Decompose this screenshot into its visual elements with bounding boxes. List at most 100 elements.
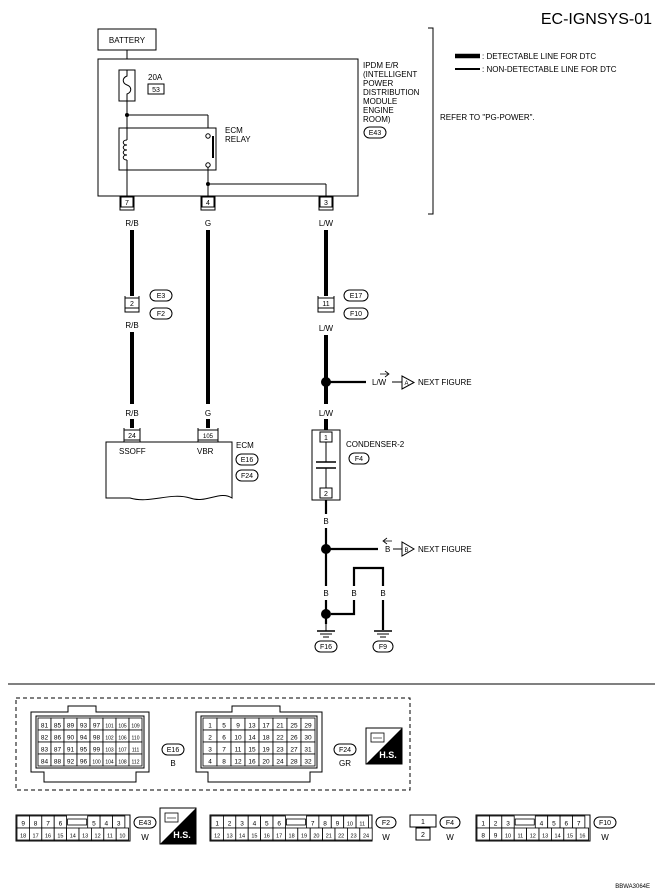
connector-pin-label: 14 [239, 834, 245, 840]
connector-pin-label: 81 [41, 723, 49, 730]
connector-pin-label: 21 [326, 834, 332, 840]
connector-pin-label: 4 [104, 821, 108, 828]
ground-icon [374, 630, 392, 638]
svg-text:(INTELLIGENT: (INTELLIGENT [363, 70, 417, 79]
connector-pin-label: 32 [304, 759, 312, 766]
connector-pin-label: 1 [215, 821, 219, 828]
connector-color: B [170, 759, 175, 768]
joint-connector-e17-f10: 11 [317, 296, 335, 313]
connector-pin-label: 10 [234, 735, 242, 742]
connector-pin-label: 3 [117, 821, 121, 828]
wire-color-label: L/W [319, 219, 334, 228]
connector-color: W [446, 833, 454, 842]
legend-nondetectable: : NON-DETECTABLE LINE FOR DTC [482, 65, 617, 74]
ipdm-label: IPDM E/R (INTELLIGENT POWER DISTRIBUTION… [363, 61, 420, 124]
svg-text:1: 1 [421, 819, 425, 826]
connector-tag [375, 816, 397, 829]
ground-tag-label: F16 [320, 644, 332, 651]
connector-pin-label: 2 [228, 821, 232, 828]
connector-tag [133, 816, 157, 829]
connector-pin-label: 9 [21, 821, 25, 828]
connector-pin-label: 11 [235, 747, 242, 754]
splice-dot [321, 377, 331, 387]
connector-pin-label: 3 [240, 821, 244, 828]
connector-pin-label: 110 [132, 736, 140, 742]
ground-tag [372, 640, 394, 653]
connector-pin-label: 106 [118, 736, 127, 742]
joint-connector-e3-f2: 2 [124, 296, 140, 313]
connector-tag [333, 743, 357, 756]
ipdm-connector-id: E43 [369, 130, 382, 137]
connector-pin-label: 11 [359, 822, 365, 828]
connector-tag-label: F4 [355, 456, 363, 463]
svg-text:3: 3 [324, 200, 328, 207]
connector-pin-label: 83 [41, 747, 49, 754]
connector-pin-label: 4 [540, 821, 544, 828]
relay-label: ECM [225, 126, 243, 135]
connector-pin-label: 105 [118, 724, 127, 730]
connector-pin-label: 17 [33, 834, 39, 840]
connector-color: W [382, 833, 390, 842]
connector-pin [359, 827, 373, 841]
connector-tag [593, 816, 617, 829]
connector-pin-label: 12 [95, 834, 101, 840]
connector-pin-label: 11 [518, 834, 524, 840]
connector-pin-label: 10 [119, 834, 125, 840]
next-figure-label: NEXT FIGURE [418, 378, 472, 387]
connector-pin-label: 7 [222, 747, 226, 754]
connector-tag [235, 469, 259, 482]
ipdm-terminal: 4 [200, 196, 216, 211]
connector-pin-label: 3 [208, 747, 212, 754]
svg-text:MODULE: MODULE [363, 97, 397, 106]
condenser-pin: 2 [319, 487, 333, 499]
connector-pin-label: 27 [290, 747, 298, 754]
connector-pin-label: 8 [222, 759, 226, 766]
connector-pin-label: 94 [80, 735, 88, 742]
ipdm-terminal: 3 [318, 196, 334, 211]
connector-tag-label: F24 [241, 473, 253, 480]
connector-pin-label: 9 [336, 821, 340, 828]
relay-coil-icon [122, 139, 128, 161]
connector-pin-label: 22 [338, 834, 344, 840]
ecm-signal: SSOFF [119, 447, 146, 456]
connector-pin-label: 23 [351, 834, 357, 840]
wire-color-label: B [380, 589, 385, 598]
connector-pin-label: 10 [347, 822, 353, 828]
wire-color-label: R/B [125, 409, 138, 418]
fuse-icon [122, 70, 132, 101]
next-figure-marker: A [405, 381, 409, 387]
wire-color-label: B [351, 589, 356, 598]
splice-dot [321, 544, 331, 554]
connector-pin-label: 18 [20, 834, 26, 840]
svg-text:H.S.: H.S. [379, 750, 397, 760]
condenser-label: CONDENSER-2 [346, 440, 405, 449]
next-figure-triangle [401, 541, 415, 557]
connector-tag-label: F24 [339, 747, 351, 754]
connector-pin-label: 14 [248, 735, 256, 742]
connector-pin-label: 30 [304, 735, 312, 742]
connector-pin-label: 28 [290, 759, 298, 766]
svg-text:DISTRIBUTION: DISTRIBUTION [363, 88, 420, 97]
fuse-number: 53 [152, 87, 160, 94]
ground-tag [314, 640, 338, 653]
connector-pin-label: 6 [59, 821, 63, 828]
connector-pin-label: 26 [290, 735, 298, 742]
ipdm-box [97, 58, 359, 197]
connector-tag-label: F10 [599, 820, 611, 827]
connector-pin-label: 103 [105, 748, 114, 754]
relay-label: RELAY [225, 135, 251, 144]
connector-pin-label: 98 [93, 735, 101, 742]
wire-b [331, 600, 356, 616]
connector-pin-label: 20 [313, 834, 319, 840]
connector-pin-label: 12 [214, 834, 220, 840]
connector-pin-label: 87 [54, 747, 62, 754]
wire-color-label: B [385, 545, 390, 554]
svg-text:4: 4 [206, 200, 210, 207]
connector-pin-label: 15 [248, 747, 256, 754]
svg-text:H.S.: H.S. [173, 830, 191, 840]
svg-text:2: 2 [130, 301, 134, 308]
connector-pin-label: 16 [264, 834, 270, 840]
